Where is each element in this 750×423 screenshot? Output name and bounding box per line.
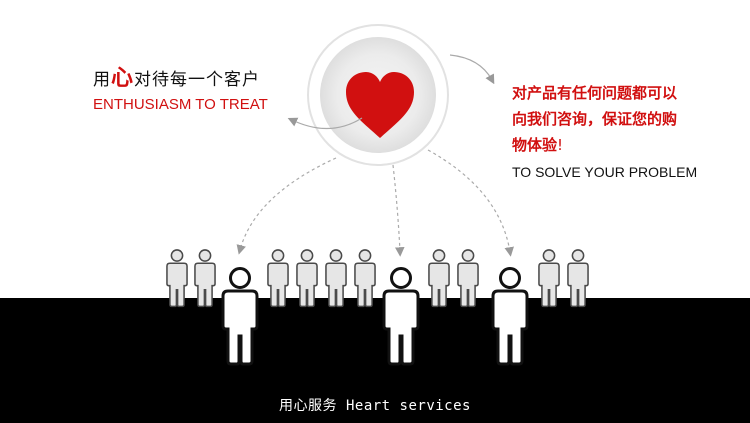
right-message: 对产品有任何问题都可以 向我们咨询，保证您的购 物体验! TO SOLVE YO… [512,80,732,180]
slogan-cn: 用心对待每一个客户 [93,60,268,92]
person-icon [267,249,289,308]
person-icon [382,267,420,366]
slogan-prefix: 用 [93,70,111,90]
problem-cn: 对产品有任何问题都可以 向我们咨询，保证您的购 物体验! [512,80,732,158]
problem-en: TO SOLVE YOUR PROBLEM [512,164,698,180]
person-icon [538,249,560,308]
problem-line-3: 物体验! [512,132,732,158]
person-icon [166,249,188,308]
slogan-accent: 心 [111,66,135,91]
problem-line-3-mark: ! [557,136,564,154]
dashed-arrow-left [236,157,337,255]
right-curve-arrow [449,54,495,85]
dashed-arrow-right [427,149,514,257]
problem-line-3-text: 物体验 [512,136,558,154]
person-icon [428,249,450,308]
person-icon [221,267,259,366]
problem-line-2: 向我们咨询，保证您的购 [512,110,678,128]
person-icon [491,267,529,366]
slogan-suffix: 对待每一个客户 [134,70,261,90]
dashed-arrow-middle [392,164,405,257]
problem-line-1: 对产品有任何问题都可以 [512,84,678,102]
person-icon [325,249,347,308]
person-icon [194,249,216,308]
person-icon [457,249,479,308]
heart-icon [346,72,414,138]
black-band [0,298,750,423]
person-icon [567,249,589,308]
footer-caption: 用心服务 Heart services [279,398,471,414]
slogan-en: ENTHUSIASM TO TREAT [93,96,268,113]
left-curve-arrow [287,117,363,130]
person-icon [354,249,376,308]
person-icon [296,249,318,308]
left-slogan: 用心对待每一个客户 ENTHUSIASM TO TREAT [93,60,268,113]
